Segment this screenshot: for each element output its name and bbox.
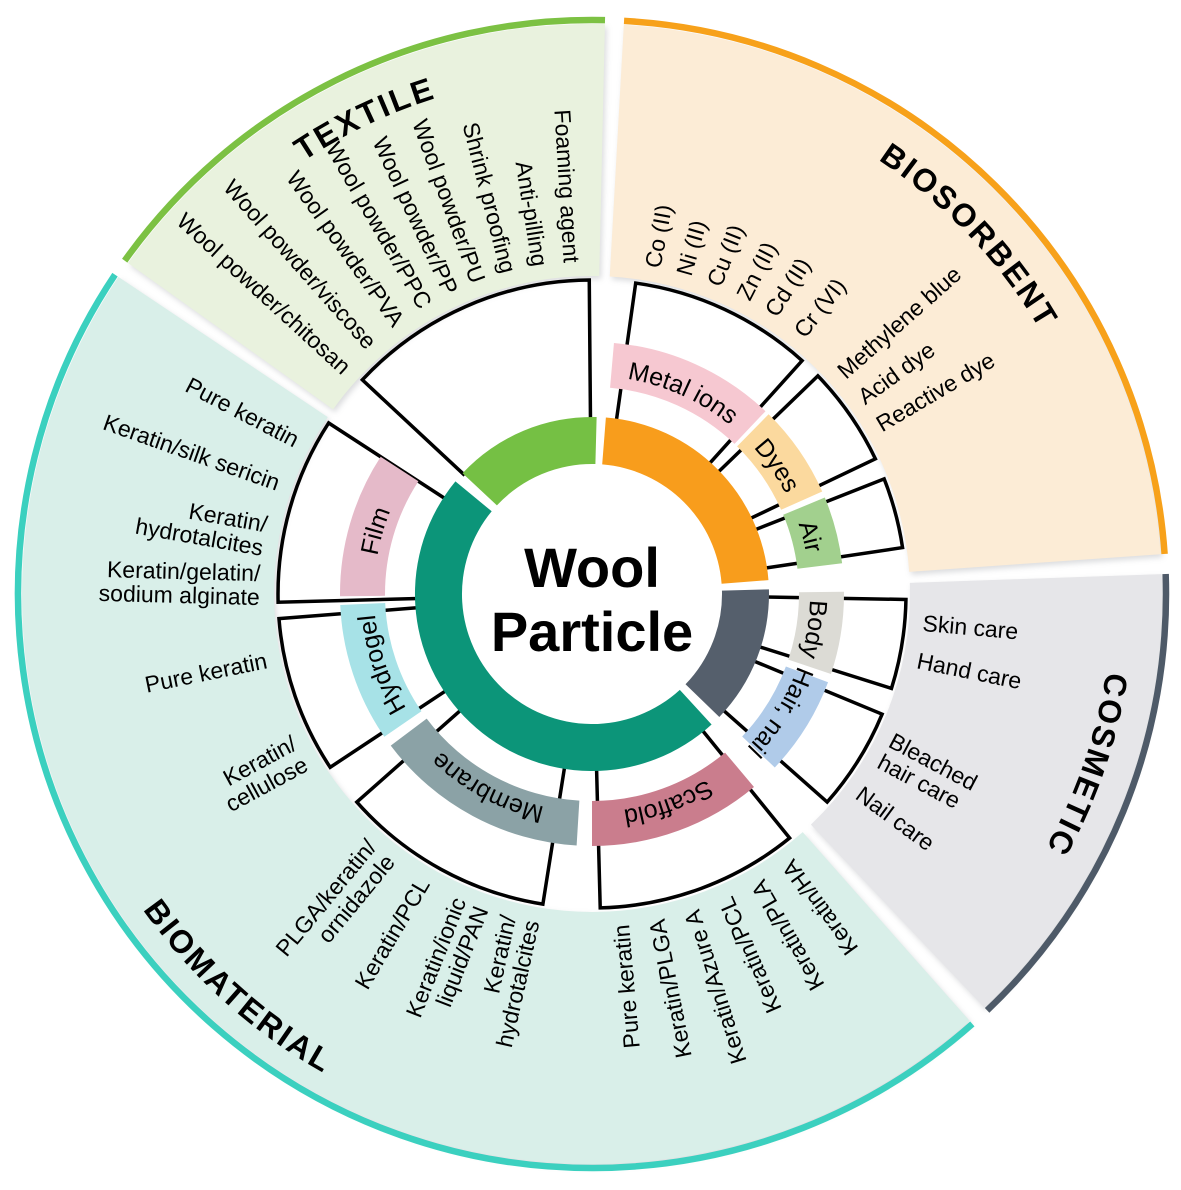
wedge-outline [757, 595, 908, 691]
wedge-outline [715, 373, 878, 521]
wedge-outline [753, 476, 905, 571]
wedge-outline [359, 278, 593, 477]
sector-fill [127, 24, 605, 410]
band-arc [742, 666, 829, 768]
band-arc [390, 718, 580, 846]
sector-fill [609, 24, 1161, 572]
wedge-outline [594, 728, 793, 910]
inner-textile-arc [462, 416, 597, 506]
center-title-line2: Particle [491, 600, 693, 663]
wedge-outline [276, 420, 448, 605]
band-arc [610, 342, 766, 444]
inner-cosmetic-arc [685, 589, 770, 717]
sector-border-arc [623, 17, 1168, 555]
sector-border-arc [984, 573, 1170, 1013]
wedge-outline [277, 605, 448, 770]
inner-biomaterial-arc [414, 481, 712, 772]
leaf-label: Keratin/gelatin/sodium alginate [98, 556, 261, 610]
sector-border-arc [122, 16, 606, 263]
band-arc [340, 456, 419, 597]
band-arc [592, 752, 754, 846]
band-arc [783, 497, 843, 569]
center-title-line1: Wool [524, 536, 660, 599]
sector-fill [22, 276, 970, 1164]
wedge-outline [354, 707, 567, 907]
sector-border-arc [14, 272, 975, 1172]
wedge-outline [614, 281, 805, 466]
band-arc [788, 591, 844, 674]
band-arc [340, 603, 422, 737]
inner-biosorbent-arc [602, 417, 769, 584]
band-arc [737, 414, 823, 510]
sector-fill [810, 574, 1162, 1008]
wedge-outline [721, 658, 885, 805]
